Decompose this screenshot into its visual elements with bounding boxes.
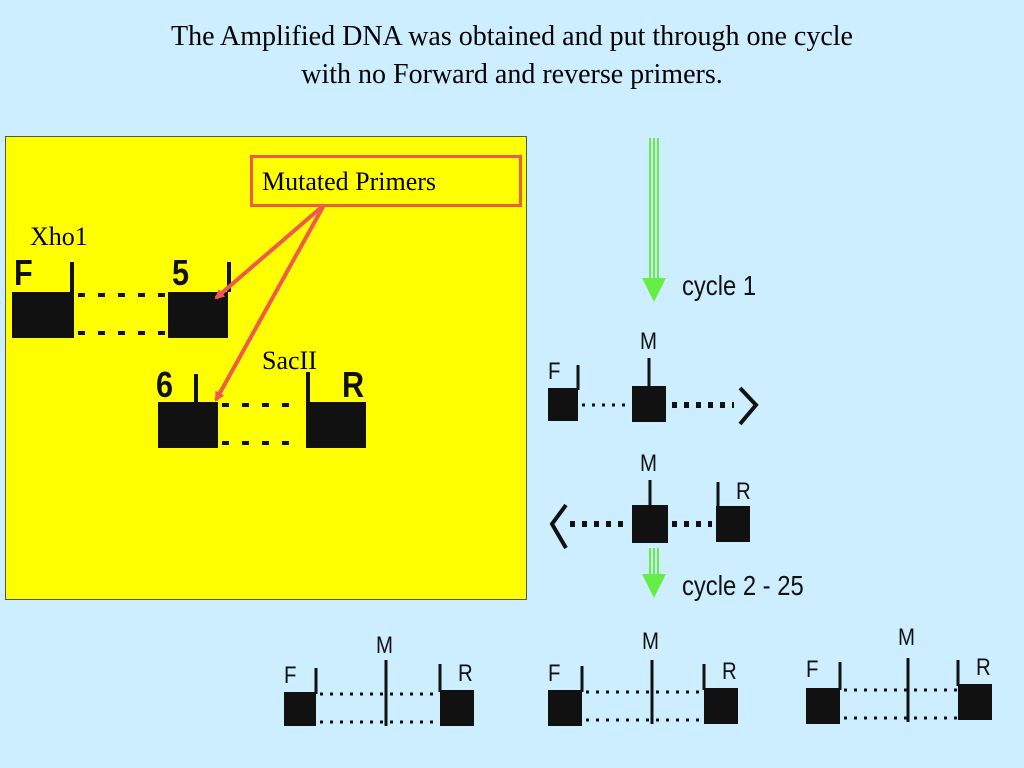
fp3-r-label: R <box>976 654 991 681</box>
primer-r-block <box>306 402 366 448</box>
fp2-m-label: M <box>642 628 659 655</box>
fp2-f-label: F <box>548 660 561 687</box>
fp1-m-label: M <box>376 632 393 659</box>
c1-bottom-m-label: M <box>640 450 657 477</box>
fp1-r-label: R <box>458 660 473 687</box>
cycle1-label: cycle 1 <box>682 270 757 301</box>
cycle1-product-top <box>548 358 759 426</box>
strand-f5 <box>12 262 231 338</box>
fp3-f-label: F <box>806 656 819 683</box>
primer-f-letter: F <box>14 252 33 293</box>
fp3-m-label: M <box>898 624 915 651</box>
cycle2-arrow <box>642 548 666 598</box>
strand-6r <box>158 372 366 448</box>
cycle2-label: cycle 2 - 25 <box>682 570 804 601</box>
primer-5-letter: 5 <box>172 252 190 293</box>
mutated-primers-box: Mutated Primers <box>250 155 522 207</box>
title-line-2: with no Forward and reverse primers. <box>301 59 723 90</box>
mutated-primers-label: Mutated Primers <box>262 167 437 196</box>
final-product-3 <box>806 658 992 724</box>
cycle1-arrow <box>642 138 666 302</box>
c1-top-f-label: F <box>548 358 561 385</box>
primer-6-letter: 6 <box>156 364 174 405</box>
primer-panel <box>5 136 527 600</box>
primer-f-block <box>12 292 74 338</box>
fp2-r-label: R <box>722 658 737 685</box>
final-product-1 <box>284 660 474 726</box>
sacii-label: SacII <box>262 346 317 375</box>
xho1-label: Xho1 <box>30 222 88 251</box>
fp1-f-label: F <box>284 662 297 689</box>
slide-title: The Amplified DNA was obtained and put t… <box>0 18 1024 94</box>
arrow-to-primer-6 <box>214 204 326 402</box>
c1-bottom-r-label: R <box>736 478 751 505</box>
title-line-1: The Amplified DNA was obtained and put t… <box>171 21 853 52</box>
primer-6-block <box>158 402 218 448</box>
cycle1-product-bottom <box>549 480 750 550</box>
primer-5-block <box>168 292 228 338</box>
c1-top-m-label: M <box>640 328 657 355</box>
final-product-2 <box>548 660 738 726</box>
arrow-to-primer-5 <box>214 203 326 300</box>
primer-r-letter: R <box>342 364 365 405</box>
